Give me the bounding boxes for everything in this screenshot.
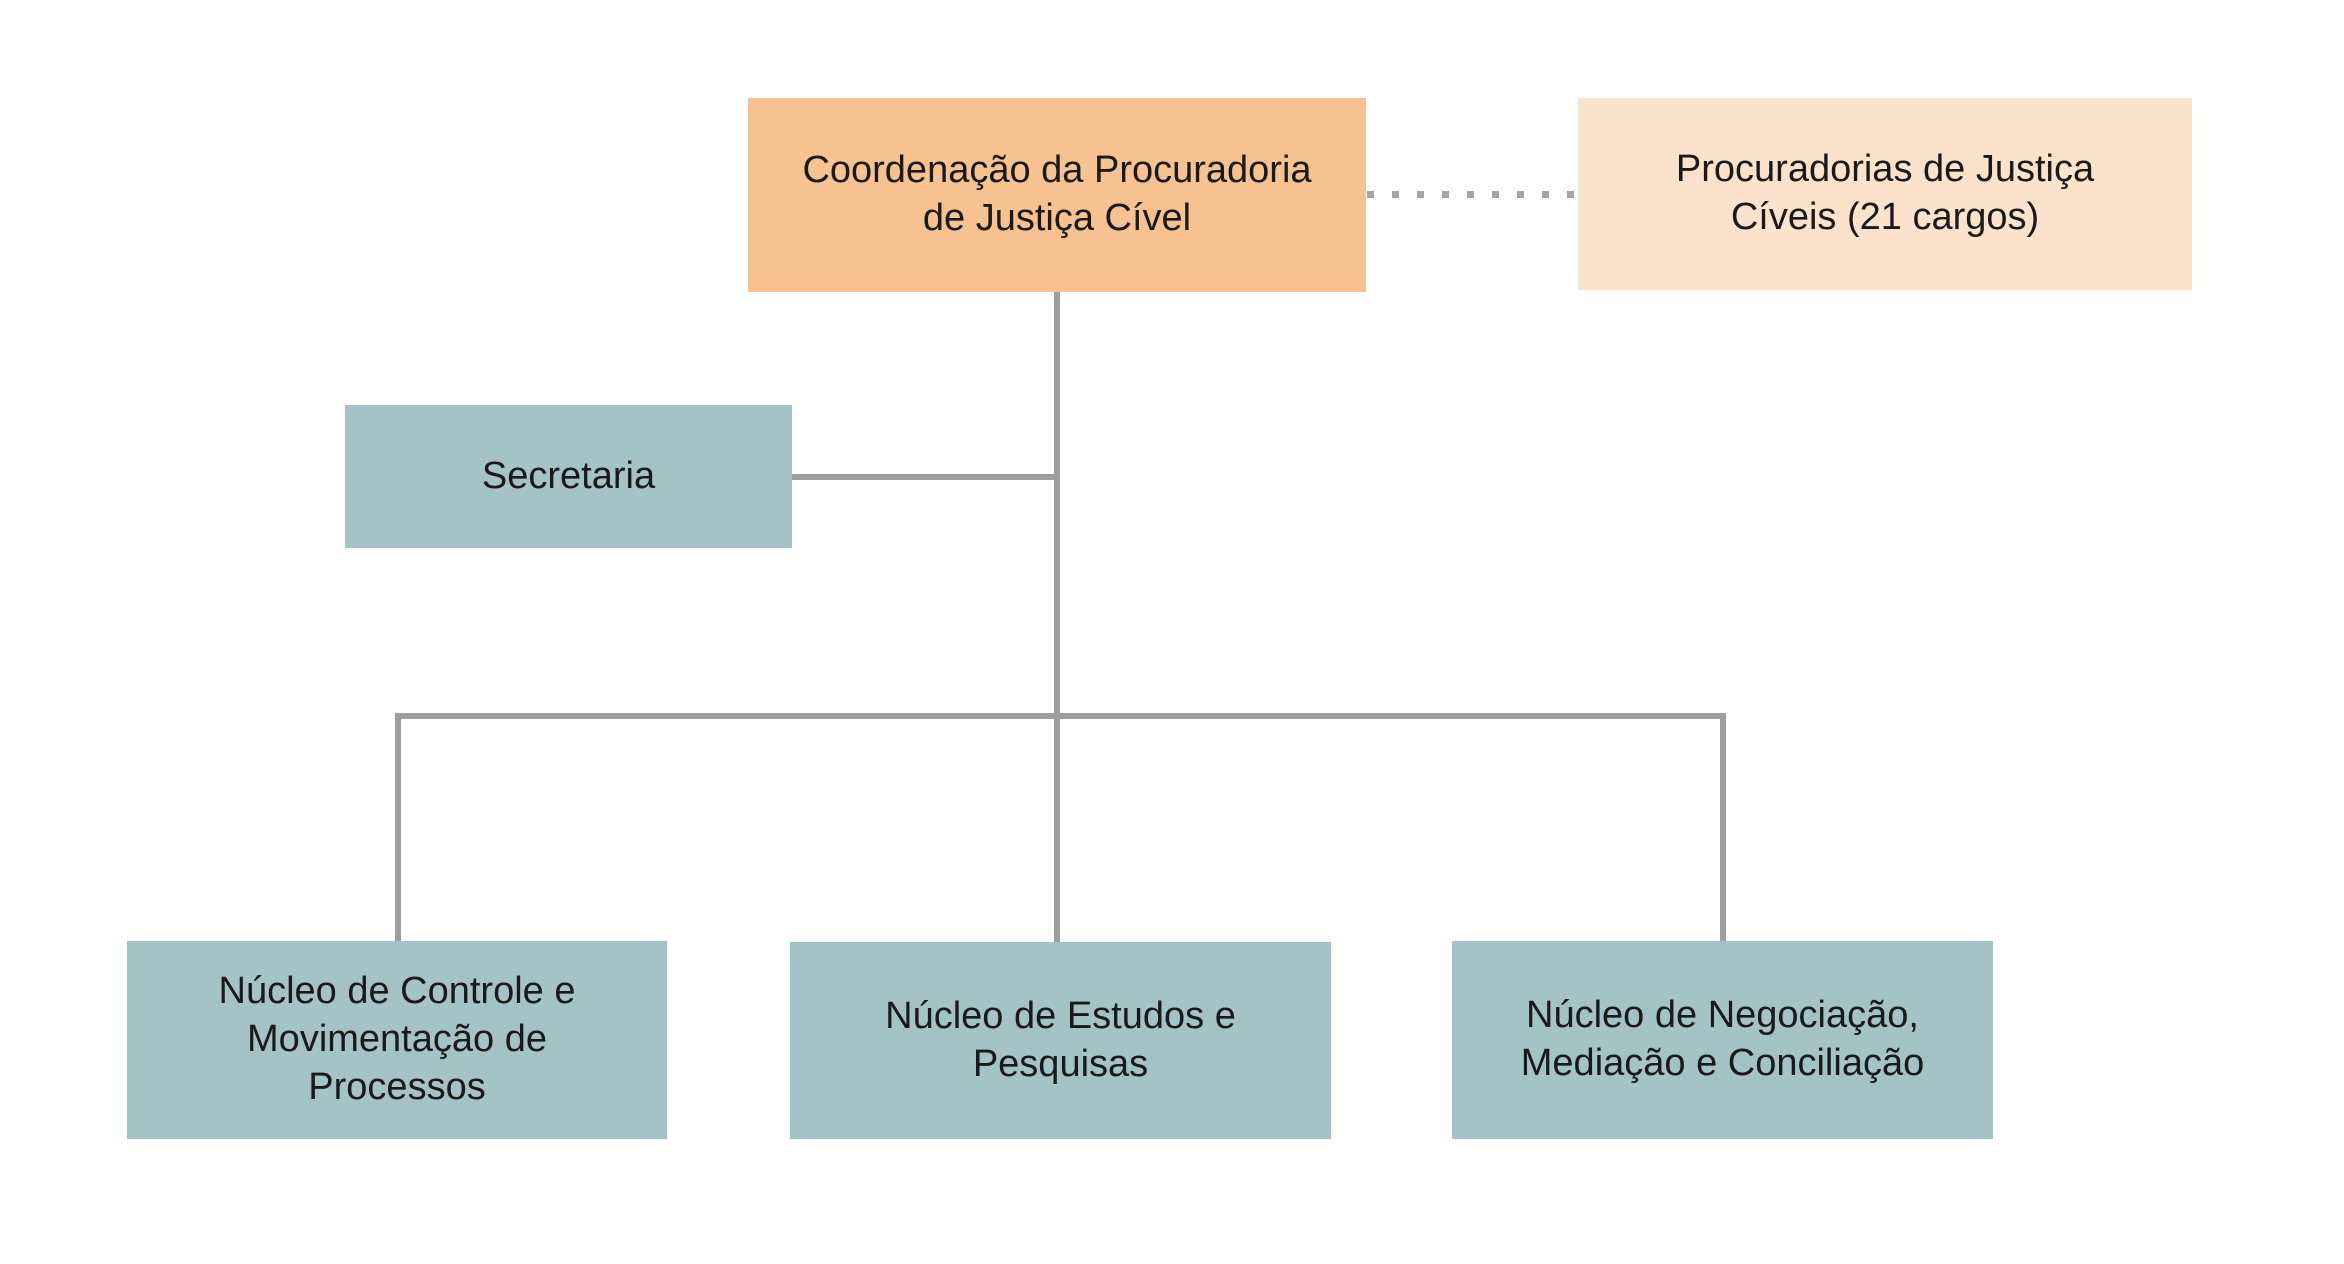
node-procuradorias-label: Procuradorias de Justiça Cíveis (21 carg… <box>1675 148 2095 238</box>
connector-secretaria <box>792 474 1058 480</box>
node-nucleo-controle-label: Núcleo de Controle e Movimentação de Pro… <box>218 970 576 1108</box>
connector-drop-right <box>1720 713 1726 943</box>
node-nucleo-estudos: Núcleo de Estudos e Pesquisas <box>790 942 1331 1139</box>
connector-branch <box>395 713 1726 719</box>
connector-trunk <box>1054 292 1060 944</box>
node-procuradorias: Procuradorias de Justiça Cíveis (21 carg… <box>1578 98 2192 290</box>
node-nucleo-controle: Núcleo de Controle e Movimentação de Pro… <box>127 941 667 1139</box>
node-nucleo-negociacao: Núcleo de Negociação, Mediação e Concili… <box>1452 941 1993 1139</box>
connector-drop-left <box>395 713 401 943</box>
connector-dotted <box>1367 191 1578 198</box>
node-secretaria-label: Secretaria <box>481 454 656 497</box>
node-nucleo-negociacao-label: Núcleo de Negociação, Mediação e Concili… <box>1520 994 1925 1084</box>
node-nucleo-estudos-label: Núcleo de Estudos e Pesquisas <box>885 994 1236 1085</box>
node-coordenacao: Coordenação da Procuradoria de Justiça C… <box>748 98 1366 292</box>
node-secretaria: Secretaria <box>345 405 792 548</box>
node-coordenacao-label: Coordenação da Procuradoria de Justiça C… <box>802 149 1312 239</box>
